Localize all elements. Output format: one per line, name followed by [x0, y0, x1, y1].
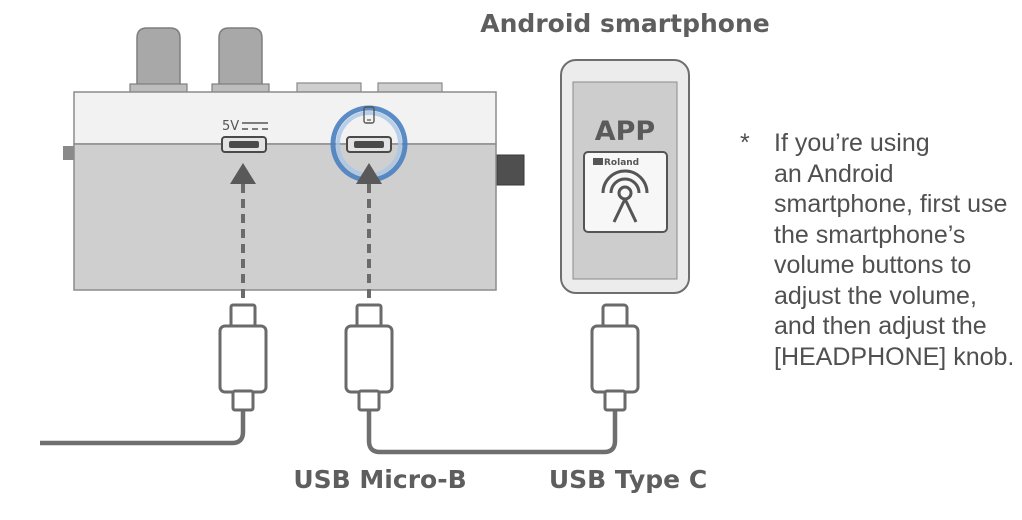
note-line: adjust the volume,: [774, 281, 977, 310]
roland-logo: Roland: [604, 158, 639, 168]
note-line: If you’re using: [774, 129, 930, 157]
arrow-up-phone-icon: [356, 163, 382, 184]
smartphone-title: Android smartphone: [480, 9, 769, 38]
note-asterisk: *: [740, 129, 750, 157]
broadcast-icon: [601, 169, 649, 223]
dc-symbol-icon: [242, 122, 268, 130]
roland-app-icon: Roland: [583, 151, 668, 233]
device-top-panel: [73, 91, 497, 145]
connector-phone-typec: [590, 303, 640, 412]
phone-cable: [366, 410, 618, 455]
side-tab-left: [63, 146, 75, 160]
note-line: [HEADPHONE] knob.: [774, 342, 1015, 371]
power-cable: [40, 410, 246, 446]
top-button-2: [377, 82, 443, 93]
usb-micro-b-label: USB Micro-B: [293, 465, 466, 494]
note-line: the smartphone’s: [774, 220, 966, 249]
phone-icon: [363, 106, 375, 124]
note-line: volume buttons to: [774, 251, 972, 279]
arrow-up-power-icon: [230, 163, 256, 184]
power-port-label: 5V: [222, 119, 239, 134]
device-front-panel: [73, 143, 497, 291]
side-jack-right: [496, 154, 525, 186]
connector-power: [218, 303, 268, 412]
note-text: If you’re using an Android smartphone, f…: [774, 128, 1014, 372]
knob-left: [129, 27, 188, 93]
audio-device: [63, 91, 525, 291]
note-line: an Android: [774, 159, 894, 188]
knob-right: [211, 27, 270, 93]
usb-power-port: [221, 136, 267, 153]
usb-type-c-label: USB Type C: [549, 465, 707, 494]
connector-phone-device: [344, 303, 394, 412]
note-line: smartphone, first use: [774, 190, 1008, 218]
android-note: * If you’re using an Android smartphone,…: [740, 128, 1020, 372]
note-line: and then adjust the: [774, 312, 987, 340]
top-button-1: [296, 82, 362, 93]
app-label: APP: [595, 116, 655, 147]
